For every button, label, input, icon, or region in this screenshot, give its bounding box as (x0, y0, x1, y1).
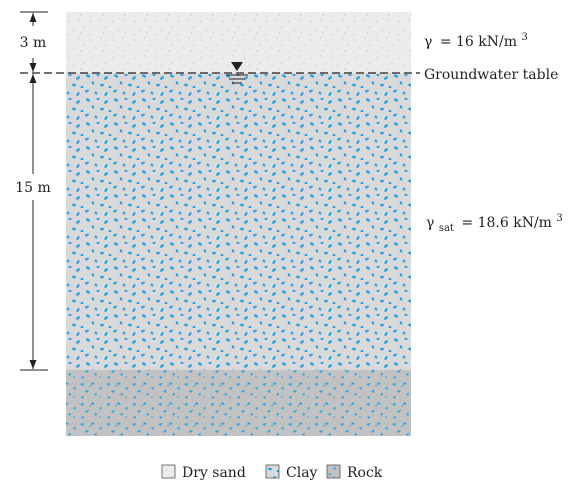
clay-saturated-unit-weight-label: γ sat = 18.6 kN/m 3 (426, 213, 563, 235)
groundwater-table-label: Groundwater table (424, 67, 558, 83)
sand-thickness-label: 3 m (20, 35, 47, 51)
sand-gamma-exponent: 3 (521, 32, 527, 43)
water-table-symbol-icon (226, 62, 248, 84)
legend-swatch-rock (326, 464, 341, 479)
dimension-arrowheads (29, 13, 37, 369)
rock-layer (66, 370, 411, 436)
sand-gamma-value: = 16 kN/m (440, 34, 517, 50)
clay-layer (66, 73, 411, 370)
legend-swatch-clay (265, 464, 280, 479)
legend-label-rock: Rock (347, 465, 383, 481)
sand-unit-weight-label: γ = 16 kN/m 3 (424, 32, 528, 50)
sand-gamma-symbol: γ (424, 34, 432, 50)
clay-thickness-label: 15 m (15, 180, 51, 196)
legend-label-clay: Clay (286, 465, 318, 481)
clay-gamma-symbol: γ (426, 215, 434, 231)
legend-swatch-dry-sand (161, 464, 176, 479)
legend: Dry sand Clay Rock (161, 464, 383, 481)
clay-gamma-subscript: sat (439, 223, 454, 234)
clay-gamma-exponent: 3 (556, 213, 562, 224)
clay-gamma-value: = 18.6 kN/m (461, 215, 552, 231)
legend-label-dry-sand: Dry sand (182, 465, 246, 481)
